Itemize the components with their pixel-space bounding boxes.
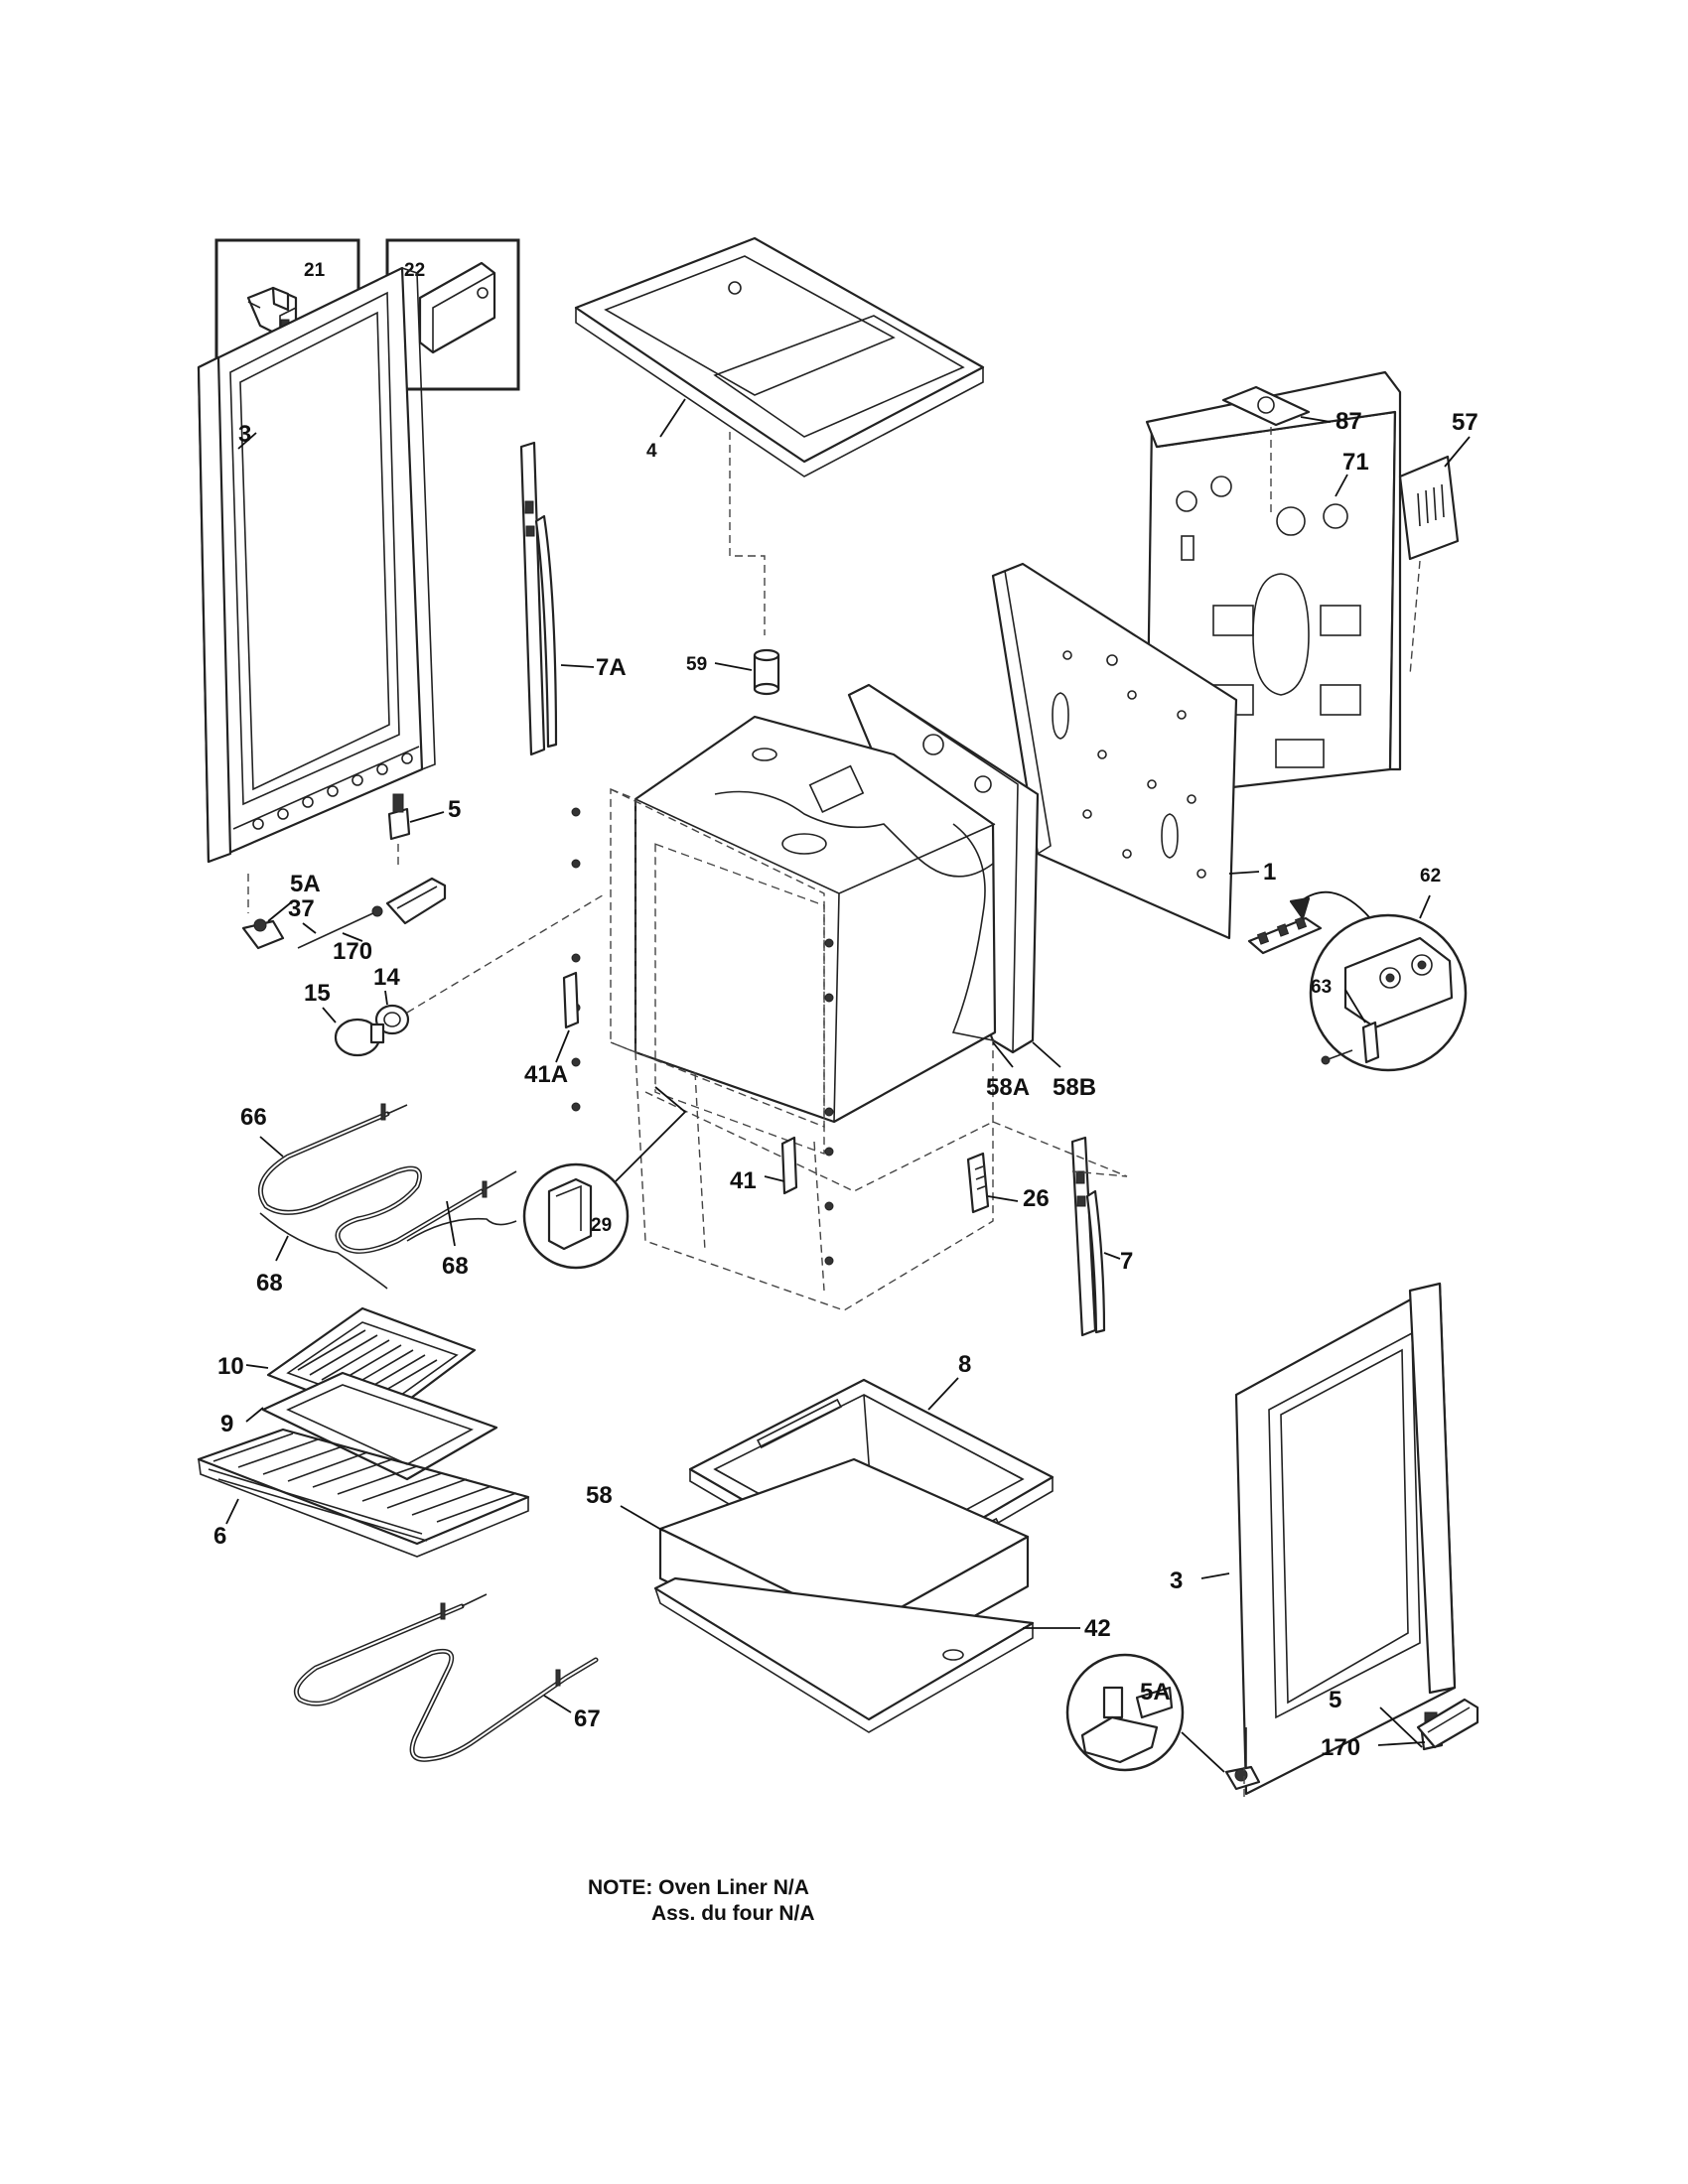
oven-frame-dashed (610, 787, 994, 1311)
callout-68-right: 68 (442, 1253, 469, 1280)
oven-rack-6 (197, 1428, 530, 1558)
callout-7: 7 (1120, 1248, 1133, 1275)
lamp-socket-14 (374, 1004, 410, 1035)
callout-41: 41 (730, 1167, 757, 1194)
callout-170-right: 170 (1321, 1734, 1360, 1761)
lamp-bulb-15 (334, 1018, 385, 1057)
callout-58: 58 (586, 1482, 613, 1509)
callout-59: 59 (686, 654, 707, 675)
callout-14: 14 (373, 964, 400, 991)
callout-10: 10 (217, 1353, 244, 1380)
callout-37: 37 (288, 895, 315, 922)
hinge-7 (1070, 1136, 1106, 1337)
inset-part-22 (385, 238, 520, 391)
callout-15: 15 (304, 980, 331, 1007)
bracket-41A (562, 971, 580, 1029)
oven-cavity (633, 715, 997, 1124)
inset-62 (1309, 913, 1468, 1072)
callout-9: 9 (220, 1411, 233, 1437)
callout-4: 4 (646, 441, 657, 462)
side-panel-left (197, 266, 436, 864)
note-line-2: Ass. du four N/A (651, 1902, 815, 1925)
callout-5-left: 5 (448, 796, 461, 823)
callout-3-right: 3 (1170, 1568, 1183, 1594)
callout-6: 6 (213, 1523, 226, 1550)
callout-87: 87 (1336, 408, 1362, 435)
hinge-receiver-170-left (385, 877, 447, 925)
callout-58B: 58B (1053, 1074, 1096, 1101)
callout-22: 22 (404, 260, 425, 281)
hinge-7A (519, 441, 558, 756)
terminal-block (1247, 916, 1323, 955)
callout-42: 42 (1084, 1615, 1111, 1642)
callout-71: 71 (1342, 449, 1369, 476)
callout-21: 21 (304, 260, 326, 281)
callout-7A: 7A (596, 654, 627, 681)
callout-5A-right: 5A (1140, 1679, 1171, 1706)
callout-63: 63 (1311, 977, 1332, 998)
wire-68-left (259, 1212, 388, 1290)
callout-26: 26 (1023, 1185, 1050, 1212)
callout-1: 1 (1263, 859, 1276, 886)
leveler-5-left (387, 793, 411, 841)
part-59 (753, 648, 780, 696)
clip-26 (966, 1152, 990, 1214)
callout-57: 57 (1452, 409, 1478, 436)
top-panel (574, 236, 985, 478)
callout-67: 67 (574, 1706, 601, 1732)
callout-41A: 41A (524, 1061, 568, 1088)
bracket-87 (1221, 385, 1311, 427)
callout-29: 29 (591, 1215, 612, 1236)
broil-element-66 (257, 1103, 517, 1254)
leveler-5A-right (1224, 1765, 1261, 1791)
callout-66: 66 (240, 1104, 267, 1131)
cover-57 (1398, 455, 1460, 561)
bottom-pan-42 (653, 1576, 1035, 1733)
callout-62: 62 (1420, 866, 1441, 887)
callout-58A: 58A (986, 1074, 1030, 1101)
callout-5A-left: 5A (290, 871, 321, 897)
callout-68-left: 68 (256, 1270, 283, 1297)
inset-29 (522, 1086, 687, 1270)
callout-3-left: 3 (238, 421, 251, 448)
bake-element-67 (294, 1593, 599, 1762)
inset-5A (1065, 1653, 1225, 1773)
callout-8: 8 (958, 1351, 971, 1378)
side-panel-right (1234, 1282, 1457, 1796)
leveler-5A-left (241, 918, 285, 950)
note-line-1: NOTE: Oven Liner N/A (588, 1876, 809, 1899)
wire-68-right (406, 1217, 517, 1242)
callout-170-left: 170 (333, 938, 372, 965)
callout-5-right: 5 (1329, 1687, 1341, 1713)
wire-37 (297, 905, 383, 949)
hinge-receiver-170-right (1416, 1698, 1479, 1749)
bracket-41 (780, 1136, 798, 1195)
